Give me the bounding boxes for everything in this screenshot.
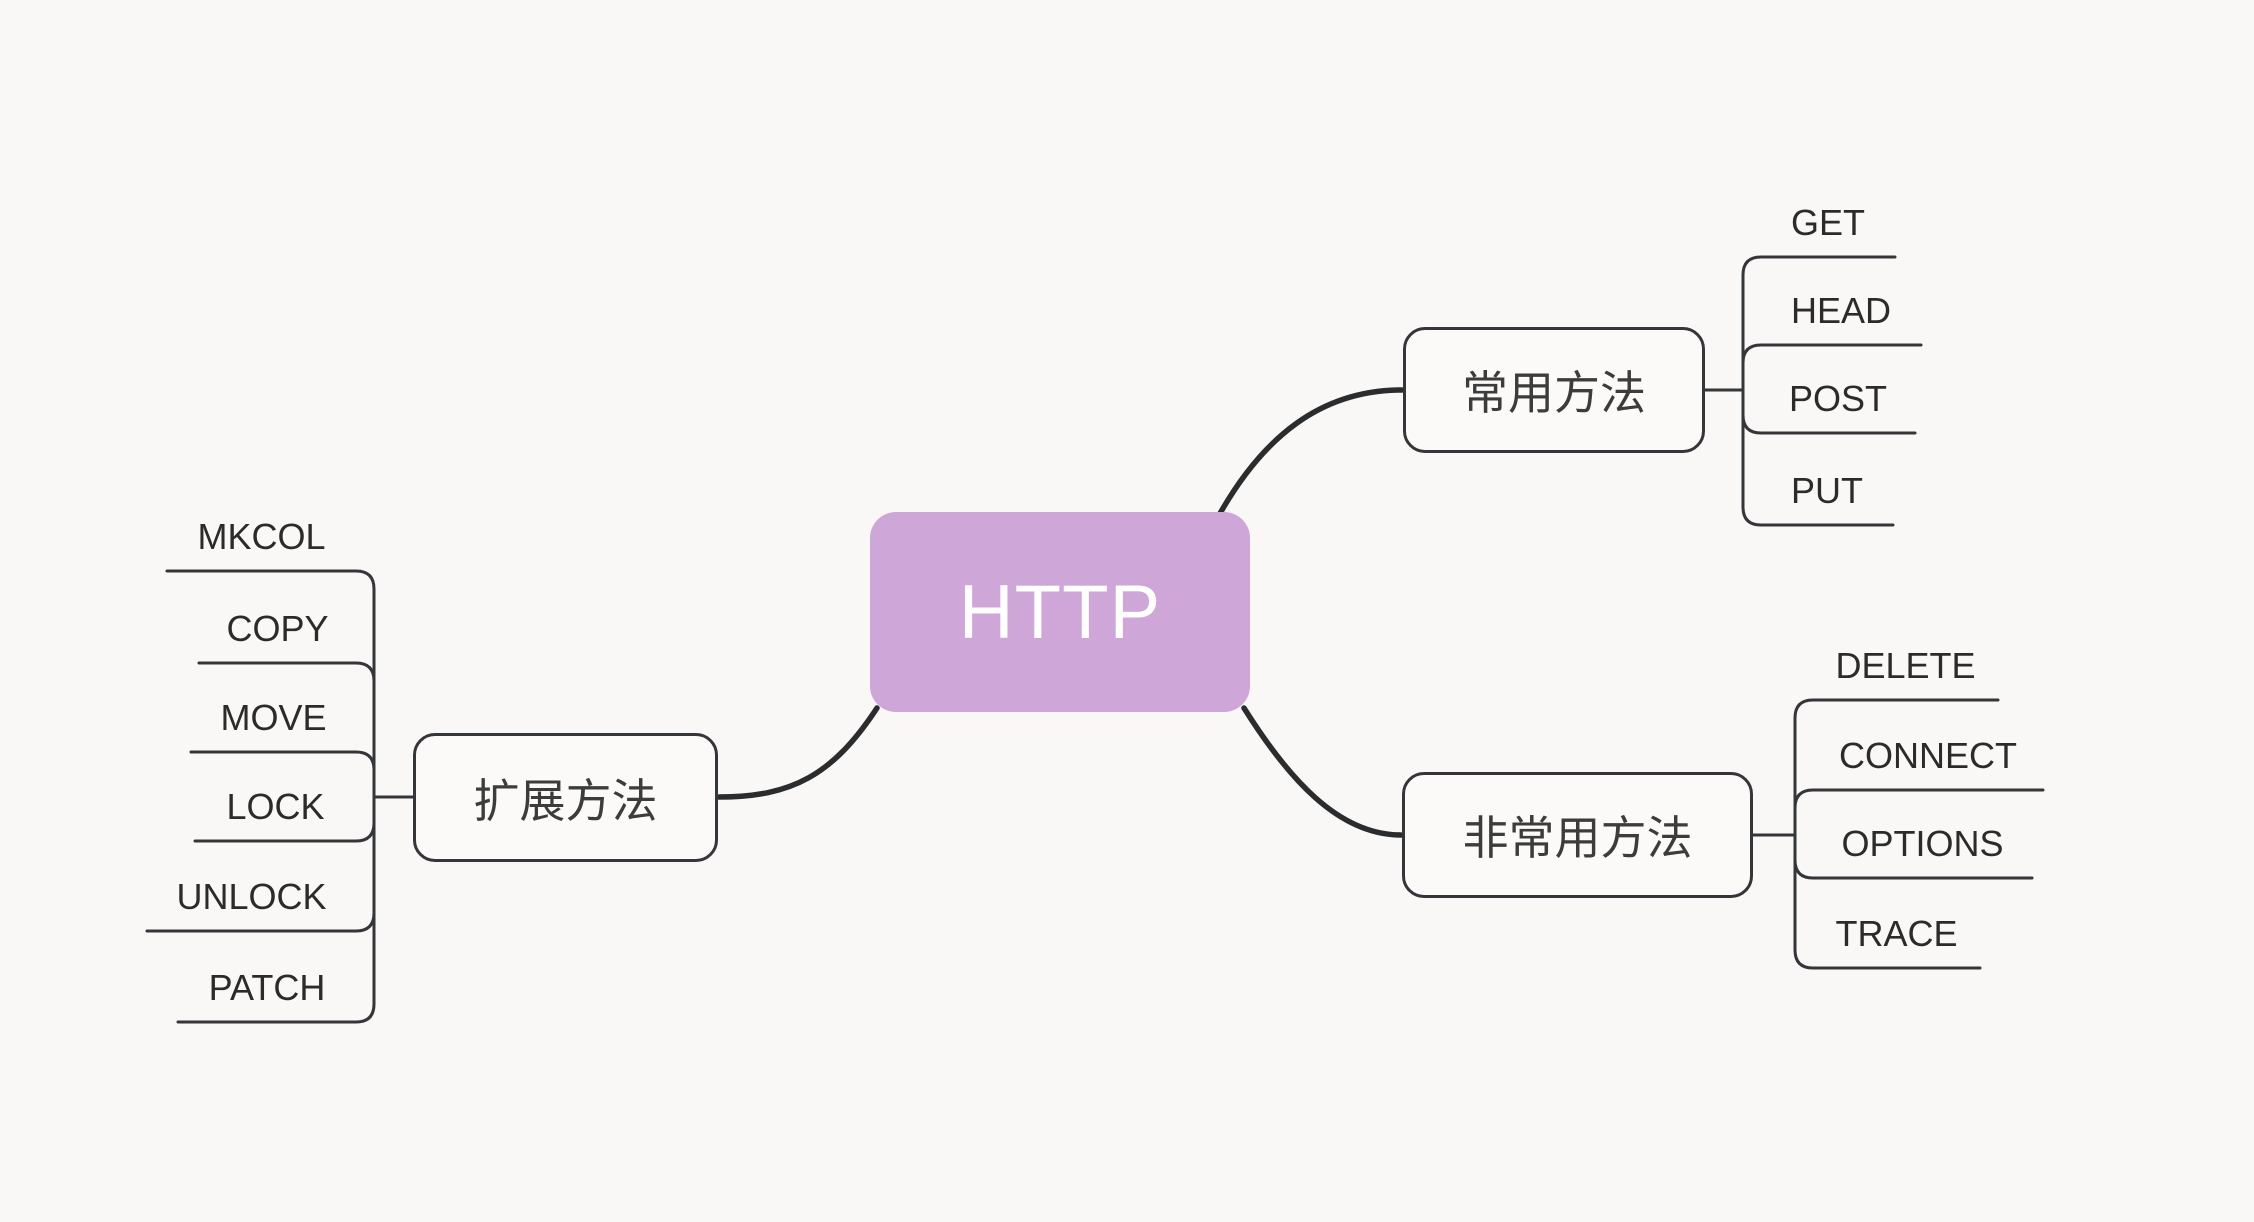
leaf-node-delete[interactable]: DELETE [1835,645,1976,686]
branch-node-uncommon-methods[interactable]: 非常用方法 [1402,772,1753,898]
edge-trace [1793,833,1982,970]
edge-put [1741,388,1895,527]
leaf-node-post[interactable]: POST [1788,378,1887,419]
edge-delete [1793,698,2000,837]
leaf-node-connect[interactable]: CONNECT [1839,735,2017,776]
edge-patch [176,795,376,1024]
edge-copy [197,661,376,799]
leaf-node-get[interactable]: GET [1790,202,1865,243]
leaf-node-options[interactable]: OPTIONS [1841,823,2004,864]
leaf-node-copy[interactable]: COPY [226,608,329,649]
leaf-node-mkcol[interactable]: MKCOL [197,516,326,557]
edge-mkcol [165,569,376,799]
leaf-node-trace[interactable]: TRACE [1835,913,1958,954]
leaf-node-unlock[interactable]: UNLOCK [176,876,327,917]
edge-root-to-extended-methods [716,705,880,800]
edge-connect [1793,788,2045,837]
leaf-node-head[interactable]: HEAD [1790,290,1892,331]
leaf-node-move[interactable]: MOVE [220,697,327,738]
edge-root-to-common-methods [1215,387,1405,520]
leaf-node-put[interactable]: PUT [1791,470,1863,511]
branch-node-extended-methods[interactable]: 扩展方法 [413,733,718,862]
leaf-node-lock[interactable]: LOCK [226,786,325,827]
edge-root-to-uncommon-methods [1241,705,1404,838]
edge-get [1741,255,1897,392]
branch-node-common-methods[interactable]: 常用方法 [1403,327,1705,453]
root-node-http[interactable]: HTTP [870,512,1250,712]
leaf-node-patch[interactable]: PATCH [208,967,326,1008]
edge-head [1741,343,1923,392]
edge-move [189,750,376,799]
